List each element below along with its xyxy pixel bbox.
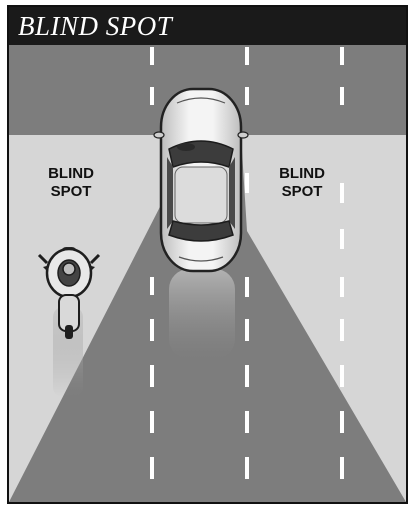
car xyxy=(154,89,248,271)
blind-spot-label-right-line2: SPOT xyxy=(267,183,337,201)
blind-spot-label-left-line2: SPOT xyxy=(36,183,106,201)
blind-spot-label-right: BLIND SPOT xyxy=(267,165,337,201)
blind-spot-label-left: BLIND SPOT xyxy=(36,165,106,201)
road-scene xyxy=(9,7,406,502)
blind-spot-label-right-line1: BLIND xyxy=(267,165,337,183)
blind-spot-label-left-line1: BLIND xyxy=(36,165,106,183)
page-title: BLIND SPOT xyxy=(18,11,172,42)
title-bar: BLIND SPOT xyxy=(9,7,406,45)
diagram-frame: BLIND SPOT BLIND SPOT BLIND SPOT xyxy=(7,5,408,504)
car-reflection xyxy=(169,269,235,359)
